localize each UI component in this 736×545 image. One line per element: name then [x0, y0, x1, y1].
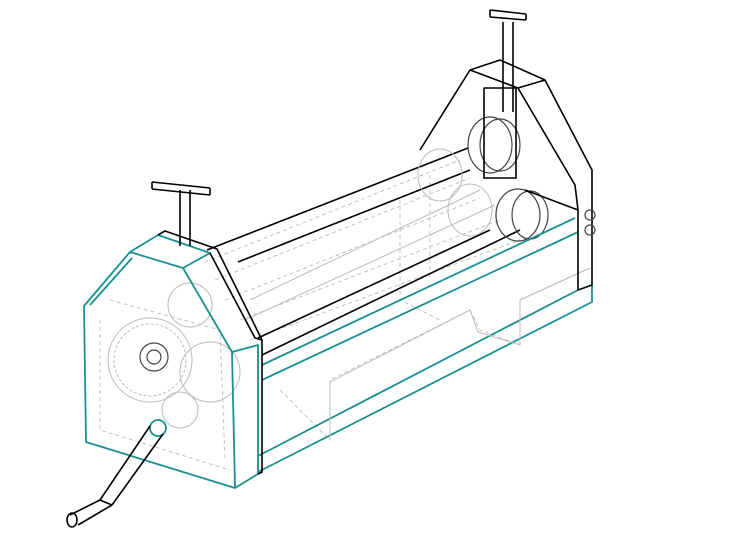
lower-roll-end	[495, 188, 541, 242]
left-screw-handle[interactable]	[151, 181, 211, 196]
hidden-lines	[99, 159, 586, 471]
base	[257, 217, 593, 473]
large-gear	[107, 317, 193, 403]
rolls	[206, 116, 549, 356]
grip-end	[66, 512, 78, 528]
upper-roll-gear	[167, 282, 213, 328]
left-t-screw	[151, 181, 211, 246]
pinion-gear	[161, 391, 199, 429]
crank-hub	[149, 419, 167, 437]
drive-hub	[139, 342, 169, 372]
left-end-plate	[83, 230, 263, 489]
base-front-edge	[257, 285, 593, 473]
right-screw-handle[interactable]	[489, 9, 527, 21]
top-beam	[206, 147, 471, 263]
left-screw-shaft	[179, 190, 191, 246]
right-screw-shaft	[502, 22, 514, 112]
gear-train	[107, 282, 241, 429]
right-t-screw	[489, 9, 527, 112]
crank-grip[interactable]	[69, 499, 113, 526]
lower-roll	[257, 229, 521, 356]
upper-roll-end	[467, 116, 513, 174]
screw-window	[483, 87, 517, 179]
bolt	[584, 209, 596, 221]
right-end-plate	[419, 59, 596, 291]
roll-gear	[179, 341, 241, 403]
crank-handle[interactable]	[66, 419, 167, 528]
